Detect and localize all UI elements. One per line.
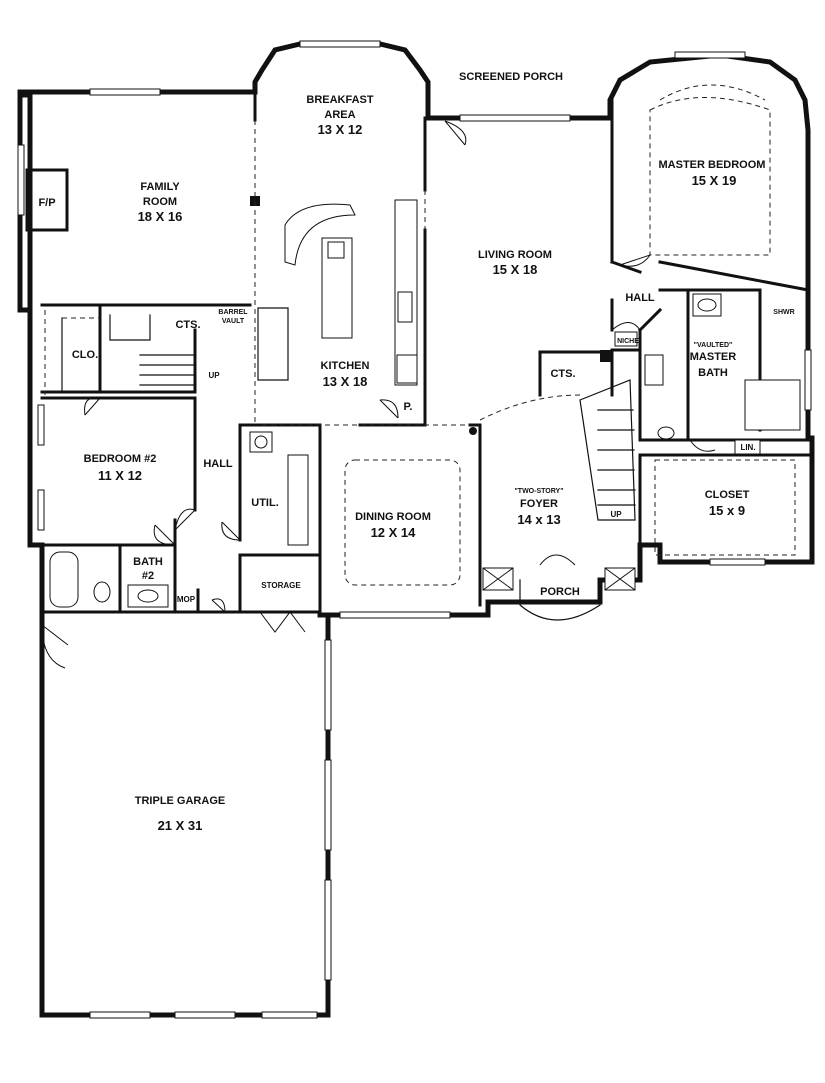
label-living-room: LIVING ROOM xyxy=(478,249,552,261)
label-master-bedroom: MASTER BEDROOM xyxy=(659,159,766,171)
label-breakfast-line2: AREA xyxy=(324,109,355,121)
label-up-left: UP xyxy=(208,371,220,380)
label-bedroom2-size: 11 X 12 xyxy=(98,468,142,483)
label-family-line1: FAMILY xyxy=(140,181,180,193)
label-barrel-line1: BARREL xyxy=(218,309,248,316)
label-garage: TRIPLE GARAGE xyxy=(135,795,225,807)
label-kitchen-size: 13 X 18 xyxy=(323,374,368,389)
label-master-bath-line2: BATH xyxy=(698,367,728,379)
label-bath2-line1: BATH xyxy=(133,556,163,568)
label-lin: LIN. xyxy=(740,443,755,452)
label-storage: STORAGE xyxy=(261,581,301,590)
label-screened-porch: SCREENED PORCH xyxy=(459,71,563,83)
label-living-room-size: 15 X 18 xyxy=(493,262,538,277)
label-master-bath-line1: MASTER xyxy=(690,351,737,363)
label-family-size: 18 X 16 xyxy=(138,209,183,224)
label-kitchen: KITCHEN xyxy=(321,360,370,372)
label-breakfast-size: 13 X 12 xyxy=(318,122,363,137)
windows xyxy=(17,40,812,1019)
label-closet: CLOSET xyxy=(705,489,750,501)
label-garage-size: 21 X 31 xyxy=(158,818,203,833)
doors xyxy=(41,120,716,669)
label-dining-size: 12 X 14 xyxy=(371,525,417,540)
label-pantry: P. xyxy=(404,401,413,413)
label-breakfast-line1: BREAKFAST xyxy=(306,94,374,106)
label-master-bedroom-size: 15 X 19 xyxy=(692,173,737,188)
label-foyer-note: "TWO-STORY" xyxy=(514,488,563,495)
label-foyer-size: 14 x 13 xyxy=(517,512,560,527)
label-closet-size: 15 x 9 xyxy=(709,503,745,518)
label-clo: CLO. xyxy=(72,349,98,361)
label-bedroom2: BEDROOM #2 xyxy=(84,453,157,465)
label-bath2-line2: #2 xyxy=(142,570,154,582)
label-master-bath-note: "VAULTED" xyxy=(694,342,733,349)
label-family-line2: ROOM xyxy=(143,196,177,208)
label-cts-upper: CTS. xyxy=(175,319,200,331)
label-util: UTIL. xyxy=(251,497,279,509)
label-fireplace: F/P xyxy=(38,197,55,209)
fixtures xyxy=(49,199,801,608)
label-porch: PORCH xyxy=(540,586,580,598)
dashed-lines xyxy=(44,84,796,586)
label-dining: DINING ROOM xyxy=(355,511,431,523)
label-mop: MOP xyxy=(177,595,196,604)
label-hall-master: HALL xyxy=(625,292,655,304)
exterior-walls xyxy=(17,41,815,1018)
label-foyer: FOYER xyxy=(520,498,558,510)
room-labels: SCREENED PORCH BREAKFAST AREA 13 X 12 MA… xyxy=(38,71,794,833)
label-up-foyer: UP xyxy=(610,510,622,519)
label-niche: NICHE xyxy=(617,338,639,345)
label-hall-left: HALL xyxy=(203,458,233,470)
label-cts-foyer: CTS. xyxy=(550,368,575,380)
label-barrel-line2: VAULT xyxy=(222,318,245,325)
label-shwr: SHWR xyxy=(773,309,794,316)
